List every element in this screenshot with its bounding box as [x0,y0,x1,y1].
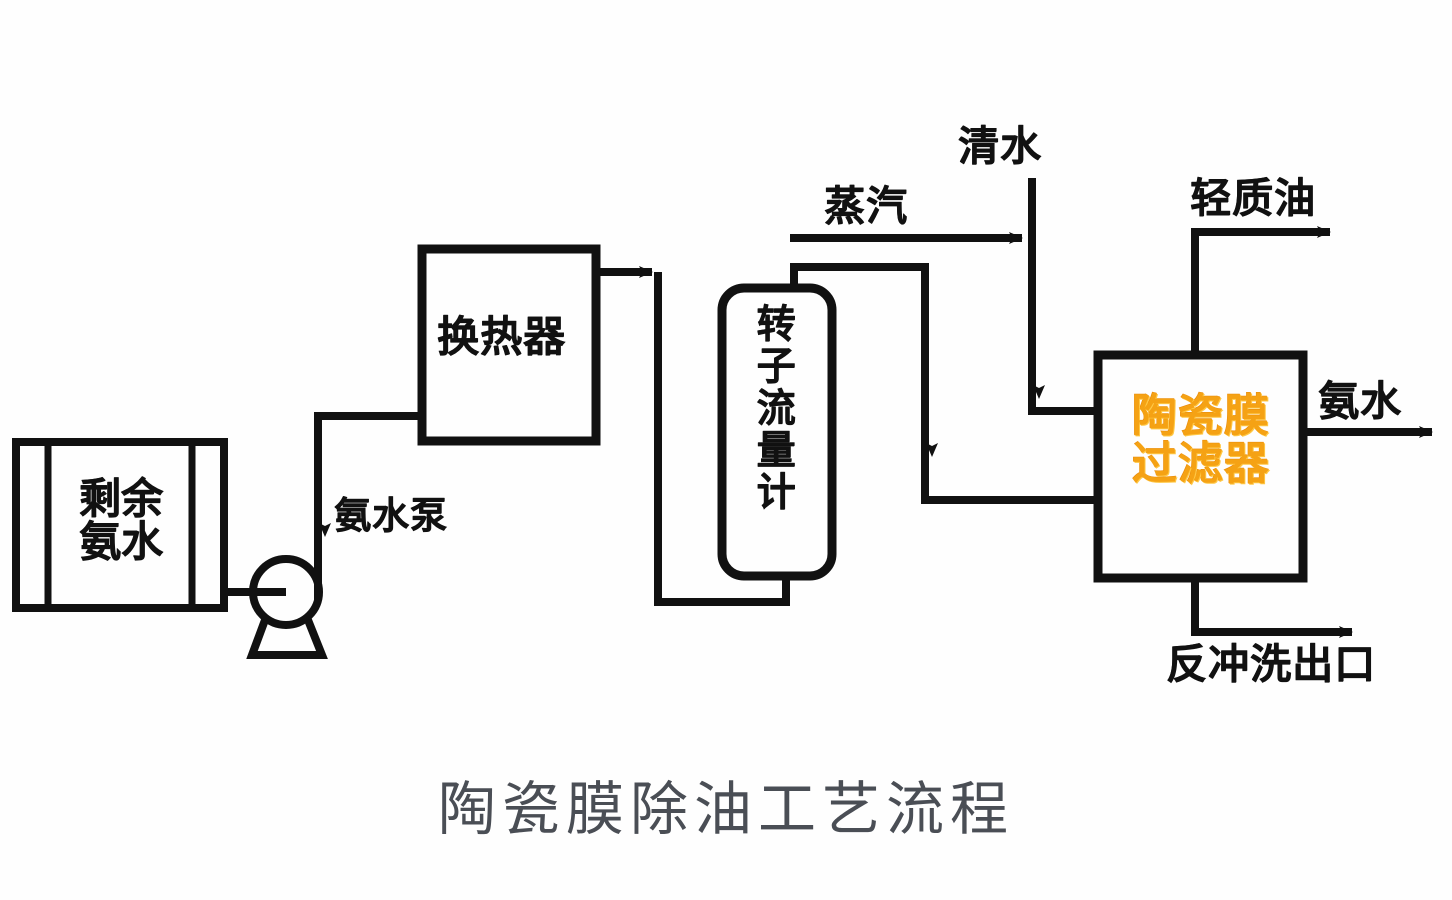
heat-exchanger-label: 换热器 [437,312,567,361]
residual-ammonia-tank-label: 剩余 氨水 [58,474,184,566]
pipe-light-oil-outlet [1191,226,1331,355]
rotameter-shape [717,283,837,581]
pipe-backwash-outlet [1191,578,1353,638]
pipe-pump-to-heat-exchanger [314,412,422,600]
pipe-clean-water-inlet [1028,178,1098,415]
filter-label-line1: 陶瓷膜 [1131,389,1270,442]
heat-exchanger-shape [417,244,601,446]
tank-label-line1: 剩余 [78,474,163,523]
clean-water-stream-label: 清水 [958,122,1042,170]
ceramic-membrane-filter-shape [1093,350,1308,583]
filter-label-line2: 过滤器 [1131,436,1270,490]
tank-label-line2: 氨水 [78,516,163,566]
diagram-caption: 陶瓷膜除油工艺流程 [437,775,1014,843]
rotameter-label: 转子流量计 [750,303,795,513]
ammonia-pump-shape [246,555,328,659]
residual-ammonia-tank-shape [12,438,228,612]
ammonia-water-stream-label: 氨水 [1318,377,1402,425]
backwash-stream-label: 反冲洗出口 [1166,640,1376,688]
steam-stream-label: 蒸汽 [824,182,908,230]
ceramic-membrane-filter-label: 陶瓷膜 过滤器 [1108,392,1294,487]
ammonia-pump-label: 氨水泵 [334,494,448,537]
light-oil-stream-label: 轻质油 [1190,174,1316,222]
pipe-hx-to-rotameter [654,272,790,606]
pipe-rotameter-to-filter [790,263,1098,504]
